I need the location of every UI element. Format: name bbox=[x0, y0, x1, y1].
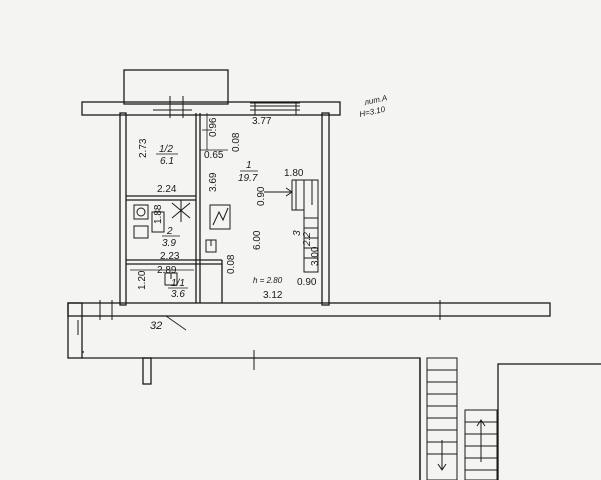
walls bbox=[67, 69, 601, 480]
room-2-number: 2 bbox=[166, 226, 173, 237]
ceiling-height: h = 2.80 bbox=[253, 276, 283, 285]
bottom-wall bbox=[67, 302, 551, 317]
windows bbox=[77, 96, 441, 370]
partitions bbox=[126, 113, 223, 303]
dim-224: 2.24 bbox=[157, 184, 177, 195]
corridor-wall bbox=[82, 357, 421, 480]
room-3-number: 3 bbox=[292, 230, 303, 236]
toilet-icon bbox=[133, 204, 149, 220]
room-1-area: 19.7 bbox=[238, 173, 258, 184]
dim-312: 3.12 bbox=[263, 290, 283, 301]
dim-008-top: 0.08 bbox=[231, 132, 242, 152]
fixtures bbox=[133, 200, 231, 286]
bath-icon bbox=[151, 211, 165, 233]
left-wall bbox=[119, 112, 127, 306]
dim-090-bottom: 0.90 bbox=[297, 277, 317, 288]
dimension-lines bbox=[125, 113, 228, 303]
corridor-pier bbox=[142, 357, 152, 385]
dim-top-width: 3.77 bbox=[252, 116, 272, 127]
room-1-2-number: 1/2 bbox=[159, 144, 173, 155]
internal-stair bbox=[264, 179, 319, 273]
right-block bbox=[497, 363, 601, 480]
litera-label: лит.А bbox=[363, 93, 388, 107]
dim-120: 1.20 bbox=[137, 270, 148, 290]
dim-600: 6.00 bbox=[252, 230, 263, 250]
top-wall bbox=[81, 101, 341, 116]
left-pier bbox=[67, 302, 83, 359]
dim-188: 1.88 bbox=[153, 204, 164, 224]
dim-369: 3.69 bbox=[208, 172, 219, 192]
dim-180: 1.80 bbox=[284, 168, 304, 179]
height-note: Н=3.10 bbox=[359, 105, 387, 119]
right-wall bbox=[321, 112, 330, 306]
external-stairs bbox=[426, 357, 498, 480]
dim-left-height: 2.73 bbox=[138, 138, 149, 158]
room-1-1-area: 3.6 bbox=[171, 289, 185, 300]
section-mark-line bbox=[165, 315, 187, 331]
room-3-area: 2.2 bbox=[302, 232, 313, 247]
room-1-number: 1 bbox=[246, 160, 252, 171]
sink-icon bbox=[133, 225, 149, 239]
balcony bbox=[123, 69, 229, 105]
dim-090-left: 0.90 bbox=[256, 186, 267, 206]
dim-289: 2.89 bbox=[157, 265, 177, 276]
room-1-1-number: 1/1 bbox=[171, 278, 185, 289]
section-mark: 32 bbox=[150, 320, 162, 332]
dim-065: 0.65 bbox=[204, 150, 224, 161]
dim-223: 2.23 bbox=[160, 251, 180, 262]
dim-008-bottom: 0.08 bbox=[226, 254, 237, 274]
room-1-2-area: 6.1 bbox=[160, 156, 174, 167]
stove-icon bbox=[209, 204, 231, 230]
room-2-area: 3.9 bbox=[162, 238, 176, 249]
dim-300: 3.00 bbox=[310, 246, 321, 266]
dim-096: 0.96 bbox=[208, 117, 219, 137]
